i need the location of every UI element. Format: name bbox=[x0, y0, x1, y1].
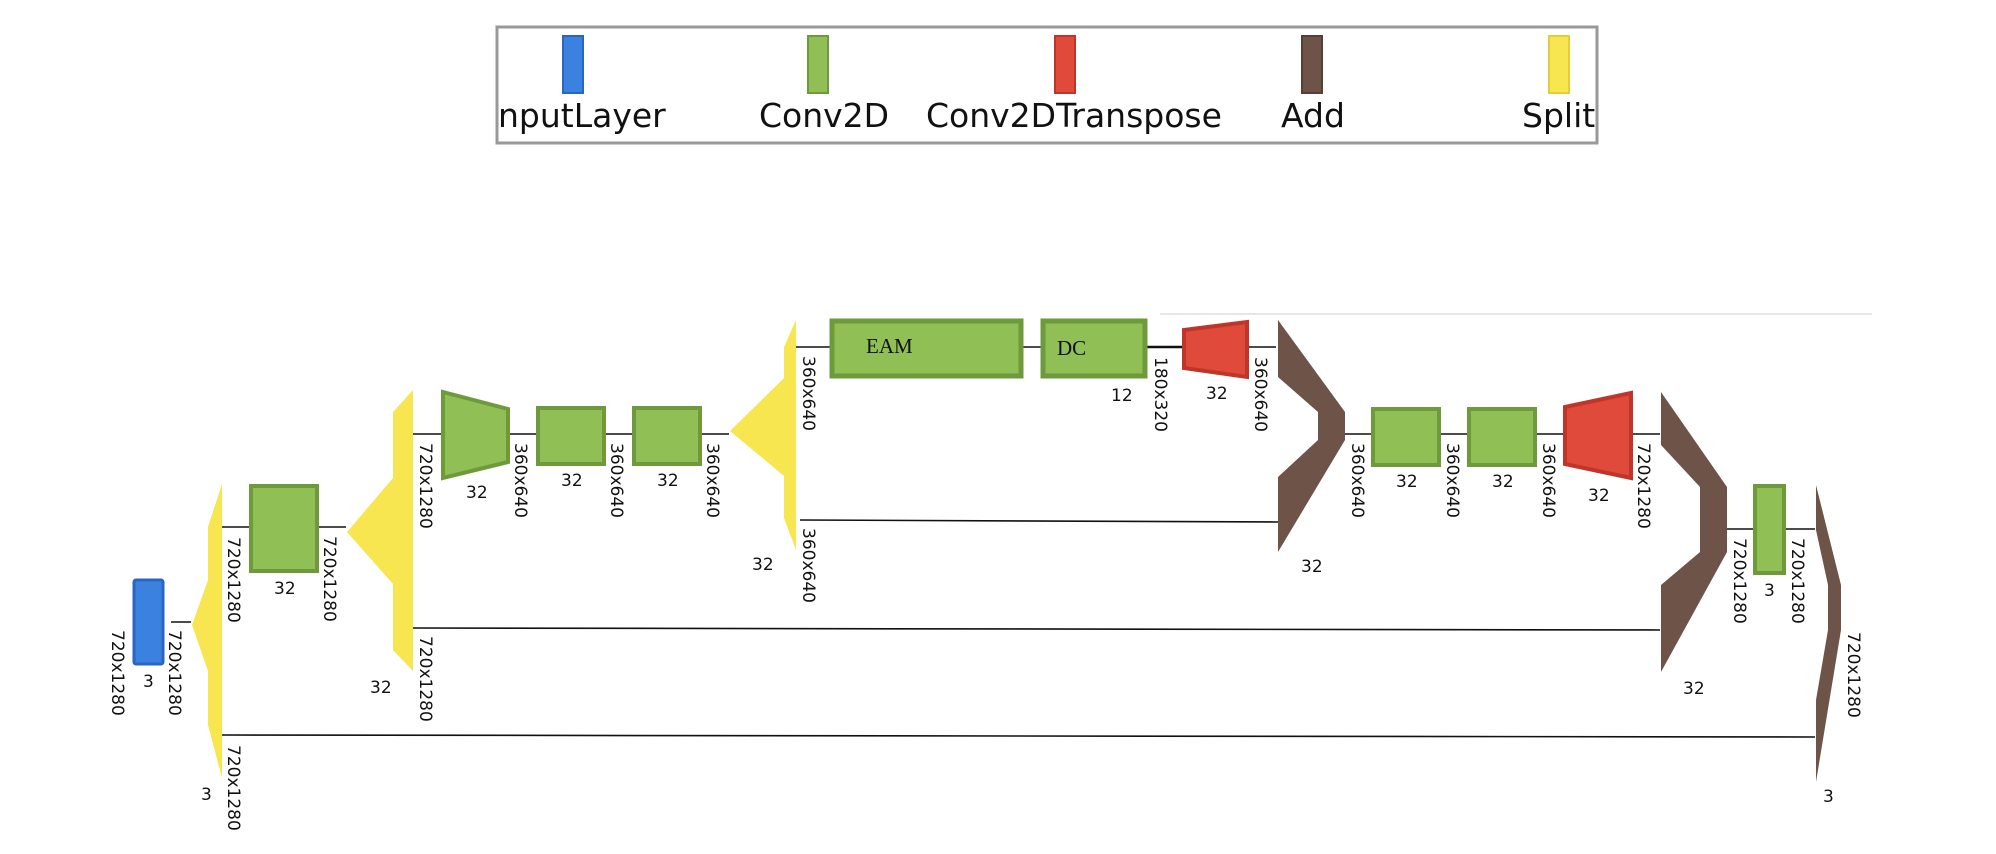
channel-label: 3 bbox=[201, 785, 212, 805]
channel-label: 32 bbox=[1492, 472, 1514, 492]
input-layer bbox=[132, 578, 165, 666]
dim-label: 720x1280 bbox=[107, 630, 127, 716]
split-layer-2 bbox=[347, 390, 413, 671]
skip-connection bbox=[799, 519, 1279, 523]
dim-label: 360x640 bbox=[510, 443, 530, 518]
legend-swatch-inputlayer bbox=[562, 35, 584, 94]
dim-label: 360x640 bbox=[798, 528, 818, 603]
channel-label: 32 bbox=[1396, 472, 1418, 492]
legend-label-conv2dtranspose: Conv2DTranspose bbox=[926, 96, 1222, 135]
conv-layer-5 bbox=[1467, 407, 1537, 467]
dc-label: DC bbox=[1057, 336, 1086, 360]
transpose-conv-layer-2 bbox=[1563, 390, 1633, 481]
split-layer-1 bbox=[192, 484, 222, 778]
dc-block bbox=[1040, 318, 1148, 379]
channel-label: 32 bbox=[1206, 384, 1228, 404]
dim-label: 720x1280 bbox=[164, 630, 184, 716]
legend-swatch-add bbox=[1301, 35, 1323, 94]
channel-label: 3 bbox=[1823, 787, 1834, 807]
conv-layer-6 bbox=[1753, 484, 1786, 575]
connections bbox=[171, 345, 1816, 738]
dim-label: 360x640 bbox=[1442, 443, 1462, 518]
channel-label: 3 bbox=[143, 672, 154, 692]
add-layer-2 bbox=[1661, 392, 1727, 672]
legend: nputLayer Conv2D Conv2DTranspose Add Spl… bbox=[495, 25, 1599, 145]
conv-layer-1 bbox=[249, 484, 319, 573]
dim-label: 720x1280 bbox=[1787, 538, 1807, 624]
skip-connection bbox=[221, 734, 1816, 738]
channel-label: 32 bbox=[561, 471, 583, 491]
dim-label: 720x1280 bbox=[223, 537, 243, 623]
dim-label: 180x320 bbox=[1150, 357, 1170, 432]
dim-label: 360x640 bbox=[1250, 357, 1270, 432]
dim-label: 720x1280 bbox=[223, 745, 243, 831]
add-layer-1 bbox=[1278, 320, 1345, 552]
conv-layer-4 bbox=[1371, 407, 1441, 467]
split-layer-3 bbox=[730, 320, 796, 550]
channel-label: 32 bbox=[466, 483, 488, 503]
conv-layer-2 bbox=[536, 406, 606, 466]
add-layer-3 bbox=[1816, 485, 1841, 782]
layer-labels: 720x1280 3 720x1280 720x1280 720x1280 3 … bbox=[107, 356, 1863, 831]
transpose-conv-layer-1 bbox=[1182, 319, 1249, 380]
dim-label: 720x1280 bbox=[1633, 443, 1653, 529]
dim-label: 720x1280 bbox=[415, 636, 435, 722]
conv-layer-3 bbox=[632, 406, 702, 466]
legend-label-inputlayer: nputLayer bbox=[498, 96, 666, 135]
channel-label: 32 bbox=[752, 555, 774, 575]
channel-label: 32 bbox=[657, 471, 679, 491]
dim-label: 360x640 bbox=[1347, 443, 1367, 518]
dim-label: 360x640 bbox=[798, 356, 818, 431]
dim-label: 720x1280 bbox=[1843, 632, 1863, 718]
eam-block bbox=[829, 318, 1024, 379]
channel-label: 3 bbox=[1764, 581, 1775, 601]
channel-label: 32 bbox=[274, 579, 296, 599]
channel-label: 12 bbox=[1111, 386, 1133, 406]
channel-label: 32 bbox=[1301, 557, 1323, 577]
dim-label: 360x640 bbox=[1538, 443, 1558, 518]
dim-label: 720x1280 bbox=[319, 536, 339, 622]
conv-downsample-layer bbox=[441, 389, 510, 481]
dim-label: 360x640 bbox=[702, 443, 722, 518]
legend-swatch-conv2dtranspose bbox=[1054, 35, 1076, 94]
channel-label: 32 bbox=[370, 678, 392, 698]
legend-label-add: Add bbox=[1281, 96, 1345, 135]
legend-label-conv2d: Conv2D bbox=[759, 96, 889, 135]
channel-label: 32 bbox=[1588, 486, 1610, 506]
eam-label: EAM bbox=[866, 334, 913, 358]
legend-label-split: Split bbox=[1522, 96, 1595, 135]
legend-swatch-conv2d bbox=[807, 35, 829, 94]
dim-label: 720x1280 bbox=[1729, 538, 1749, 624]
dim-label: 360x640 bbox=[606, 443, 626, 518]
skip-connection bbox=[412, 627, 1661, 631]
dim-label: 720x1280 bbox=[415, 443, 435, 529]
channel-label: 32 bbox=[1683, 679, 1705, 699]
legend-swatch-split bbox=[1548, 35, 1570, 94]
legend-frame bbox=[495, 25, 1599, 145]
